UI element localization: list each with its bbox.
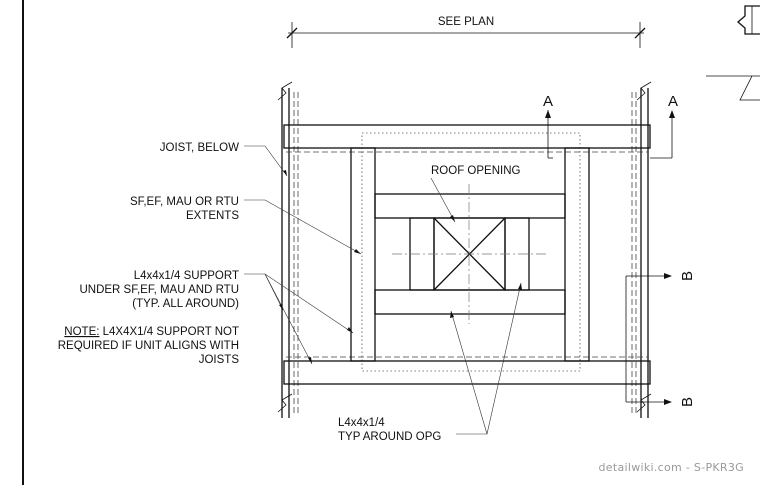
joist-left bbox=[277, 81, 299, 418]
roof-opening-symbol bbox=[392, 184, 546, 324]
joist-right bbox=[631, 81, 652, 418]
support-angle-left bbox=[350, 147, 376, 362]
see-plan-label: SEE PLAN bbox=[438, 16, 494, 28]
support-label-line1: L4x4x1/4 SUPPORT bbox=[134, 270, 239, 282]
section-mark-b-bottom: B bbox=[679, 397, 696, 407]
support-angle-top bbox=[283, 124, 651, 149]
note-prefix: NOTE: bbox=[64, 326, 99, 338]
support-angle-bottom bbox=[283, 360, 651, 385]
see-plan-dimension: SEE PLAN bbox=[286, 16, 646, 48]
note-line1: NOTE: L4X4X1/4 SUPPORT NOT bbox=[64, 326, 239, 338]
support-angle-right bbox=[564, 147, 590, 362]
leader-lines bbox=[244, 145, 522, 435]
note-line2: REQUIRED IF UNIT ALIGNS WITH bbox=[58, 340, 239, 352]
unit-extents-outline bbox=[361, 132, 581, 372]
opening-angle-bottom bbox=[374, 289, 566, 315]
angle-label-line1: L4x4x1/4 bbox=[338, 417, 385, 429]
extents-label-line1: SF,EF, MAU OR RTU bbox=[130, 196, 239, 208]
joist-below-label: JOIST, BELOW bbox=[160, 142, 239, 154]
section-marks-a: A A bbox=[543, 93, 678, 159]
adjacent-detail-fragment bbox=[706, 5, 760, 101]
section-mark-b-top: B bbox=[679, 271, 696, 281]
support-label-line3: (TYP. ALL AROUND) bbox=[132, 298, 239, 310]
opening-angle-top bbox=[374, 193, 566, 219]
section-mark-a-right: A bbox=[668, 93, 678, 110]
extents-label-line2: EXTENTS bbox=[186, 210, 239, 222]
section-mark-a-left: A bbox=[543, 93, 553, 110]
support-label-line2: UNDER SF,EF, MAU AND RTU bbox=[79, 284, 239, 296]
note-line1-text: L4X4X1/4 SUPPORT NOT bbox=[99, 326, 239, 338]
watermark: detailwiki.com - S-PKR3G bbox=[598, 461, 744, 474]
note-line3: JOISTS bbox=[199, 354, 240, 366]
section-marks-b: B B bbox=[625, 271, 696, 407]
angle-label-line2: TYP AROUND OPG bbox=[338, 431, 441, 443]
roof-opening-label: ROOF OPENING bbox=[431, 165, 521, 177]
